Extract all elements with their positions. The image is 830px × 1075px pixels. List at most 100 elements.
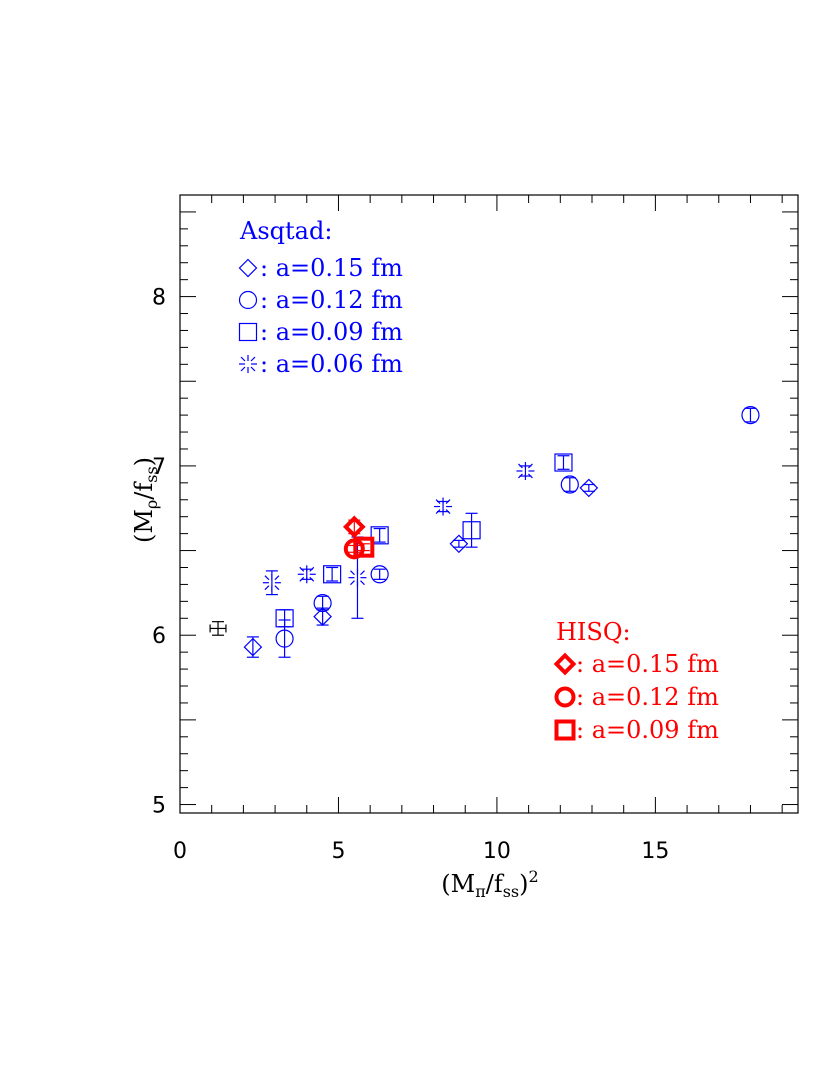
data-point-asqtad-burst	[297, 565, 316, 584]
y-axis-label: (Mρ/fss)	[130, 457, 161, 543]
marker-diamond	[243, 637, 263, 657]
legend-hisq-entry-3: : a=0.09 fm	[576, 716, 719, 744]
y-tick-label: 7	[152, 455, 166, 480]
marker-burst-ray	[435, 509, 441, 514]
marker-burst-ray	[435, 499, 441, 504]
marker-circle	[238, 290, 258, 310]
data-point-experiment-cross	[209, 621, 227, 636]
data-point-hisq-diamond-bold	[342, 515, 366, 539]
legend-hisq-entry-2: : a=0.12 fm	[576, 683, 719, 711]
axis-ticks	[179, 195, 798, 813]
legend-asqtad-marker-square	[238, 322, 258, 342]
legend-asqtad-marker-circle	[238, 290, 258, 310]
marker-burst-ray	[445, 499, 451, 504]
legend-hisq-entry-1: : a=0.15 fm	[576, 650, 719, 678]
plot-frame	[179, 194, 799, 814]
data-point-asqtad-square	[275, 609, 294, 628]
data-point-hisq-square-bold	[353, 536, 375, 558]
marker-circle	[275, 629, 294, 648]
data-point-asqtad-burst	[262, 570, 281, 596]
legend-hisq-marker-circle-bold	[554, 686, 576, 708]
legend-asqtad-marker-diamond	[238, 258, 258, 278]
marker-burst-ray	[250, 366, 256, 372]
marker-circle	[741, 406, 760, 425]
marker-burst-ray	[350, 570, 355, 576]
marker-burst-ray	[445, 509, 451, 514]
legend-asqtad-entry-3: : a=0.09 fm	[260, 318, 403, 346]
data-point-asqtad-circle	[370, 565, 389, 584]
marker-burst-ray	[350, 580, 355, 586]
marker-square	[462, 521, 481, 540]
x-tick-label: 15	[641, 839, 669, 864]
x-tick-label: 5	[331, 839, 345, 864]
y-tick-label: 5	[152, 794, 166, 819]
marker-burst-ray	[264, 585, 270, 591]
marker-burst-ray	[264, 575, 270, 581]
legend-asqtad-marker-burst	[239, 355, 257, 373]
marker-square	[353, 536, 375, 558]
marker-burst-ray	[299, 566, 305, 572]
data-point-asqtad-diamond	[579, 478, 599, 498]
data-point-asqtad-square	[370, 526, 389, 545]
marker-burst-ray	[274, 585, 280, 591]
data-point-asqtad-diamond	[313, 607, 332, 626]
marker-diamond	[342, 515, 366, 539]
marker-burst-ray	[309, 576, 315, 582]
data-point-asqtad-burst	[434, 497, 453, 516]
marker-burst-ray	[240, 356, 246, 362]
data-point-asqtad-burst	[348, 536, 367, 619]
marker-square	[275, 609, 294, 628]
y-tick-label: 6	[152, 624, 166, 649]
data-point-asqtad-square	[323, 565, 342, 584]
marker-diamond	[313, 607, 332, 626]
marker-square	[323, 565, 342, 584]
legend-asqtad-entry-4: : a=0.06 fm	[260, 350, 403, 378]
marker-circle	[370, 565, 389, 584]
marker-diamond	[449, 534, 469, 554]
marker-square	[554, 453, 573, 472]
data-point-asqtad-circle	[741, 406, 760, 425]
marker-burst-ray	[360, 570, 365, 576]
legend-asqtad-title: Asqtad:	[239, 217, 332, 245]
legend-asqtad-entry-1: : a=0.15 fm	[260, 254, 403, 282]
x-axis-label: (Mπ/fss)2	[441, 867, 538, 901]
marker-burst-ray	[240, 366, 246, 372]
marker-burst-ray	[299, 576, 305, 582]
marker-diamond	[579, 478, 599, 498]
marker-burst-ray	[274, 575, 280, 581]
x-tick-label: 10	[483, 839, 511, 864]
legend-asqtad: Asqtad: : a=0.15 fm : a=0.12 fm : a=0.09…	[238, 217, 403, 378]
marker-burst-ray	[518, 463, 523, 469]
legend-hisq-marker-diamond-bold	[553, 652, 577, 676]
legend-hisq-title: HISQ:	[556, 618, 631, 646]
marker-burst-ray	[528, 473, 533, 479]
data-point-asqtad-circle	[313, 593, 332, 613]
marker-diamond	[238, 258, 258, 278]
marker-burst-ray	[528, 463, 533, 469]
legend-hisq: HISQ: : a=0.15 fm : a=0.12 fm : a=0.09 f…	[553, 618, 719, 744]
data-point-asqtad-square	[554, 453, 573, 472]
marker-circle	[554, 686, 576, 708]
marker-square	[238, 322, 258, 342]
data-point-asqtad-diamond	[449, 534, 469, 554]
data-point-asqtad-burst	[516, 461, 535, 480]
marker-diamond	[553, 652, 577, 676]
marker-burst-ray	[309, 566, 315, 572]
data-points	[209, 406, 760, 658]
marker-square	[554, 719, 576, 741]
legend-hisq-marker-square-bold	[554, 719, 576, 741]
marker-burst-ray	[360, 580, 365, 586]
marker-burst-ray	[518, 473, 523, 479]
data-point-asqtad-square	[462, 512, 481, 548]
data-point-asqtad-circle	[560, 475, 579, 494]
data-point-asqtad-diamond	[243, 636, 263, 658]
y-tick-label: 8	[152, 286, 166, 311]
marker-burst-ray	[250, 356, 256, 362]
marker-circle	[560, 475, 579, 494]
marker-square	[370, 526, 389, 545]
legend-asqtad-entry-2: : a=0.12 fm	[260, 286, 403, 314]
marker-circle	[313, 593, 332, 613]
x-tick-label: 0	[173, 839, 187, 864]
